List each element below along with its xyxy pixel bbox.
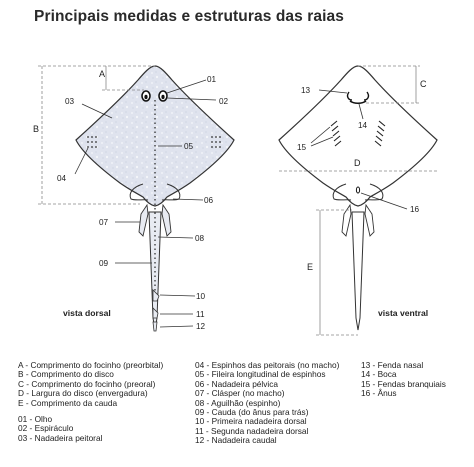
view-label-dorsal: vista dorsal: [63, 308, 111, 318]
legend-item: 05 - Fileira longitudinal de espinhos: [195, 369, 326, 380]
ventral-disc: [278, 65, 438, 207]
dorsal-pelvic-fin-left: [129, 183, 149, 201]
legend-item: D - Largura do disco (envergadura): [18, 388, 148, 399]
legend-item: 02 - Espiráculo: [18, 423, 74, 434]
marker-07: 07: [99, 218, 109, 227]
dimension-label-a: A: [99, 69, 105, 79]
pectoral-thorns-right: [211, 136, 221, 148]
legend-column-ventral: 13 - Fenda nasal 14 - Boca 15 - Fendas b…: [361, 360, 446, 399]
marker-01: 01: [207, 75, 217, 84]
marker-06: 06: [204, 196, 214, 205]
dimension-label-b: B: [33, 124, 39, 134]
first-dorsal-fin: [152, 289, 160, 302]
dorsal-clasper-left: [138, 203, 149, 237]
legend-item: 10 - Primeira nadadeira dorsal: [195, 416, 307, 427]
spiracle-left: [144, 94, 148, 100]
second-dorsal-fin: [152, 307, 159, 319]
marker-04: 04: [57, 174, 67, 183]
marker-08: 08: [195, 234, 205, 243]
dorsal-dimensions: [38, 65, 155, 205]
legend-item: 15 - Fendas branquiais: [361, 378, 446, 389]
figure-title: Principais medidas e estruturas das raia…: [34, 8, 344, 25]
legend-item: 03 - Nadadeira peitoral: [18, 432, 103, 443]
marker-10: 10: [196, 292, 206, 301]
legend-column-structures: 04 - Espinhos das peitorais (no macho) 0…: [195, 360, 340, 446]
legend-item: 01 - Olho: [18, 414, 53, 425]
caudal-fin: [152, 321, 158, 332]
marker-05: 05: [184, 142, 194, 151]
dorsal-leaders: [74, 79, 217, 328]
legend-item: 08 - Aguilhão (espinho): [195, 397, 281, 408]
legend-item: 11 - Segunda nadadeira dorsal: [195, 425, 309, 436]
legend-item: E - Comprimento da cauda: [18, 397, 118, 408]
ventral-ray: [278, 65, 438, 331]
marker-12: 12: [196, 322, 206, 331]
mouth: [349, 100, 367, 105]
marker-03: 03: [65, 97, 75, 106]
gill-slits-right: [374, 120, 386, 147]
marker-16: 16: [410, 205, 420, 214]
ventral-tail: [351, 211, 365, 331]
legend-item: 09 - Cauda (do ânus para trás): [195, 407, 309, 418]
legend-item: A - Comprimento do focinho (preorbital): [18, 360, 164, 370]
marker-13: 13: [301, 86, 311, 95]
marker-14: 14: [358, 121, 368, 130]
spiracle-right: [161, 94, 165, 100]
ventral-clasper-left: [341, 203, 352, 237]
legend-item: 12 - Nadadeira caudal: [195, 435, 277, 446]
legend: A - Comprimento do focinho (preorbital) …: [18, 360, 468, 461]
marker-09: 09: [99, 259, 109, 268]
legend-item: C - Comprimento do focinho (preoral): [18, 378, 156, 389]
legend-item: 07 - Clásper (no macho): [195, 388, 285, 399]
dimension-label-c: C: [420, 79, 427, 89]
legend-column-measures: A - Comprimento do focinho (preorbital) …: [18, 360, 164, 443]
dorsal-clasper-right: [161, 203, 172, 237]
marker-02: 02: [219, 97, 229, 106]
marker-15: 15: [297, 143, 307, 152]
ventral-pelvic-fin-right: [364, 183, 384, 201]
dimension-label-e: E: [307, 262, 313, 272]
legend-item: 14 - Boca: [361, 369, 397, 380]
pectoral-thorns-left: [87, 136, 97, 148]
legend-item: 16 - Ânus: [361, 388, 397, 399]
ventral-clasper-right: [364, 203, 375, 237]
dimension-label-d: D: [354, 158, 361, 168]
ventral-pelvic-fin-left: [332, 183, 352, 201]
legend-item: 06 - Nadadeira pélvica: [195, 378, 279, 389]
view-label-ventral: vista ventral: [378, 308, 428, 318]
legend-item: 04 - Espinhos das peitorais (no macho): [195, 360, 340, 370]
marker-11: 11: [196, 310, 205, 319]
legend-item: 13 - Fenda nasal: [361, 360, 424, 370]
gill-slits-left: [330, 120, 342, 147]
nasal-openings: [346, 91, 370, 101]
anus: [355, 186, 361, 194]
ventral-leaders: [310, 89, 408, 210]
legend-item: B - Comprimento do disco: [18, 369, 114, 380]
ventral-dimensions: [279, 65, 437, 336]
